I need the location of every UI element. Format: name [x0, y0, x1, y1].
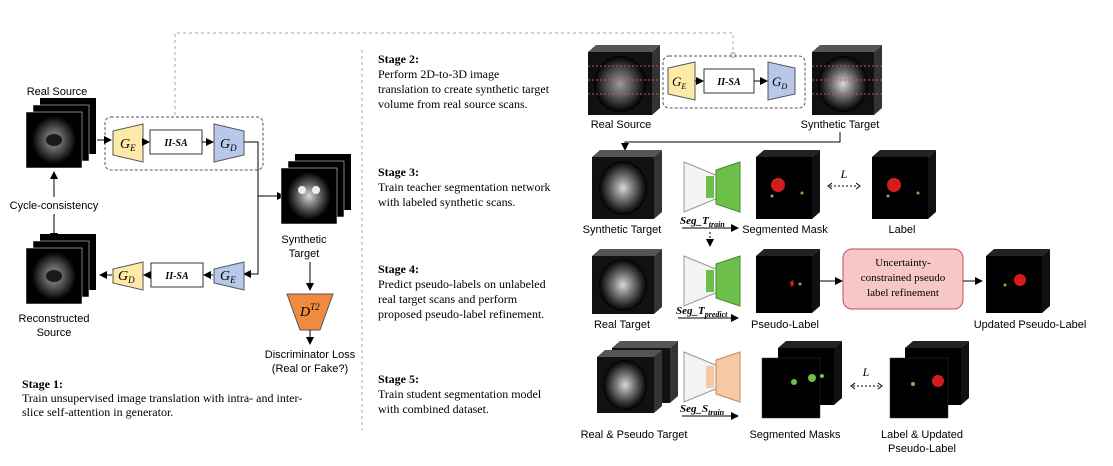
iisa-top-label: II-SA: [163, 138, 188, 149]
cycle-consistency-label: Cycle-consistency: [10, 200, 99, 212]
disc-loss-label-1: Discriminator Loss: [265, 349, 356, 361]
stage5-label-updated-1: Label & Updated: [881, 429, 963, 441]
stage5-line-1: Train student segmentation model: [378, 387, 542, 401]
stage2-iisa-label: II-SA: [716, 77, 741, 88]
stage2-line-1: Perform 2D-to-3D image: [378, 67, 499, 81]
refinement-line-1: Uncertainty-: [875, 257, 931, 269]
synthetic-target-stack: [280, 154, 351, 225]
stage4-seg-network: [683, 255, 741, 307]
stage2-line-2: translation to create synthetic target: [378, 82, 550, 96]
stage2-encoder: [667, 61, 696, 101]
stage3-loss: L: [840, 167, 848, 181]
reconstructed-label-2: Source: [37, 327, 72, 339]
encoder-top-label: GE: [120, 137, 136, 153]
stage4-updated-cube: [986, 249, 1050, 313]
encoder-bottom: [213, 261, 245, 291]
stage4-line-3: proposed pseudo-label refinement.: [378, 307, 544, 321]
reconstructed-stack: [25, 234, 96, 305]
discriminator: [286, 293, 334, 331]
stage5-title: Stage 5:: [378, 372, 419, 386]
stage5-segmented-label: Segmented Masks: [749, 429, 841, 441]
stage4-line-2: real target scans and perform: [378, 292, 518, 306]
stage3-seg-network: [683, 161, 741, 213]
stage2-encoder-label: GE: [672, 74, 686, 91]
stage4-line-1: Predict pseudo-labels on unlabeled: [378, 277, 546, 291]
refinement-line-3: label refinement: [867, 287, 939, 299]
stage3-line-2: with labeled synthetic scans.: [378, 195, 515, 209]
refinement-line-2: constrained pseudo: [861, 272, 946, 284]
stage3-segmented-mask: [756, 150, 820, 219]
stage2-real-source-label: Real Source: [591, 119, 652, 131]
stage3-label-label: Label: [889, 224, 916, 236]
stage4-title: Stage 4:: [378, 262, 419, 276]
stage1-line-1: Train unsupervised image translation wit…: [22, 391, 302, 405]
stage3-title: Stage 3:: [378, 165, 419, 179]
stage4-seg-label: Seg_Tpredict: [676, 305, 728, 319]
stage2-real-source-cube: [588, 45, 660, 115]
stage3-line-1: Train teacher segmentation network: [378, 180, 551, 194]
stage4-updated-label: Updated Pseudo-Label: [974, 319, 1087, 331]
stage4-pseudo-label-label: Pseudo-Label: [751, 319, 819, 331]
stage5-real-pseudo-stack: [597, 341, 678, 413]
stage2-iisa: [703, 68, 755, 94]
decoder-top-label: GD: [220, 137, 237, 153]
stage5-label-updated-stack: [889, 341, 969, 419]
stage3-segmented-label: Segmented Mask: [742, 224, 828, 236]
stage5-seg-network: [683, 351, 741, 403]
stage5-real-pseudo-label: Real & Pseudo Target: [581, 429, 688, 441]
real-source-label: Real Source: [27, 86, 88, 98]
stage2-generator-frame: [662, 55, 806, 109]
stage3-label-cube: [872, 150, 936, 219]
iisa-bottom: [150, 262, 204, 288]
stage2-synthetic-cube: [812, 45, 882, 115]
stage1-title: Stage 1:: [22, 377, 63, 391]
decoder-top: [213, 123, 245, 163]
synthetic-target-label-1: Synthetic: [281, 234, 327, 246]
encoder-bottom-label: GE: [220, 269, 236, 285]
stage5-segmented-masks: [761, 341, 842, 419]
stage2-title: Stage 2:: [378, 52, 419, 66]
stage5-label-updated-2: Pseudo-Label: [888, 443, 956, 455]
decoder-bottom-label: GD: [118, 269, 135, 285]
stage3-seg-label: Seg_Ttrain: [680, 215, 725, 229]
discriminator-label: DT2: [299, 302, 320, 320]
stage2-synthetic-label: Synthetic Target: [801, 119, 880, 131]
stage3-synthetic-cube: [592, 150, 662, 219]
decoder-bottom: [112, 261, 144, 291]
stage5-seg-label: Seg_Strain: [680, 403, 725, 417]
stage1-line-2: slice self-attention in generator.: [22, 405, 173, 419]
stage4-real-target-cube: [592, 249, 662, 314]
disc-loss-label-2: (Real or Fake?): [272, 363, 348, 375]
stage2-decoder: [767, 61, 796, 101]
synthetic-target-label-2: Target: [289, 248, 320, 260]
feedback-dot: [730, 52, 736, 58]
reconstructed-label-1: Reconstructed: [19, 313, 90, 325]
feedback-line: [174, 32, 734, 115]
real-source-stack: [25, 98, 96, 169]
stage5-loss: L: [862, 365, 870, 379]
iisa-bottom-label: II-SA: [164, 271, 189, 282]
stage5-line-2: with combined dataset.: [378, 402, 489, 416]
stage4-real-target-label: Real Target: [594, 319, 650, 331]
stage4-pseudo-label-cube: [756, 249, 820, 313]
stage2-line-3: volume from real source scans.: [378, 97, 528, 111]
refinement-box: [842, 248, 964, 310]
stage3-synthetic-label: Synthetic Target: [583, 224, 662, 236]
stage2-decoder-label: GD: [772, 74, 787, 91]
encoder-top: [112, 123, 144, 163]
